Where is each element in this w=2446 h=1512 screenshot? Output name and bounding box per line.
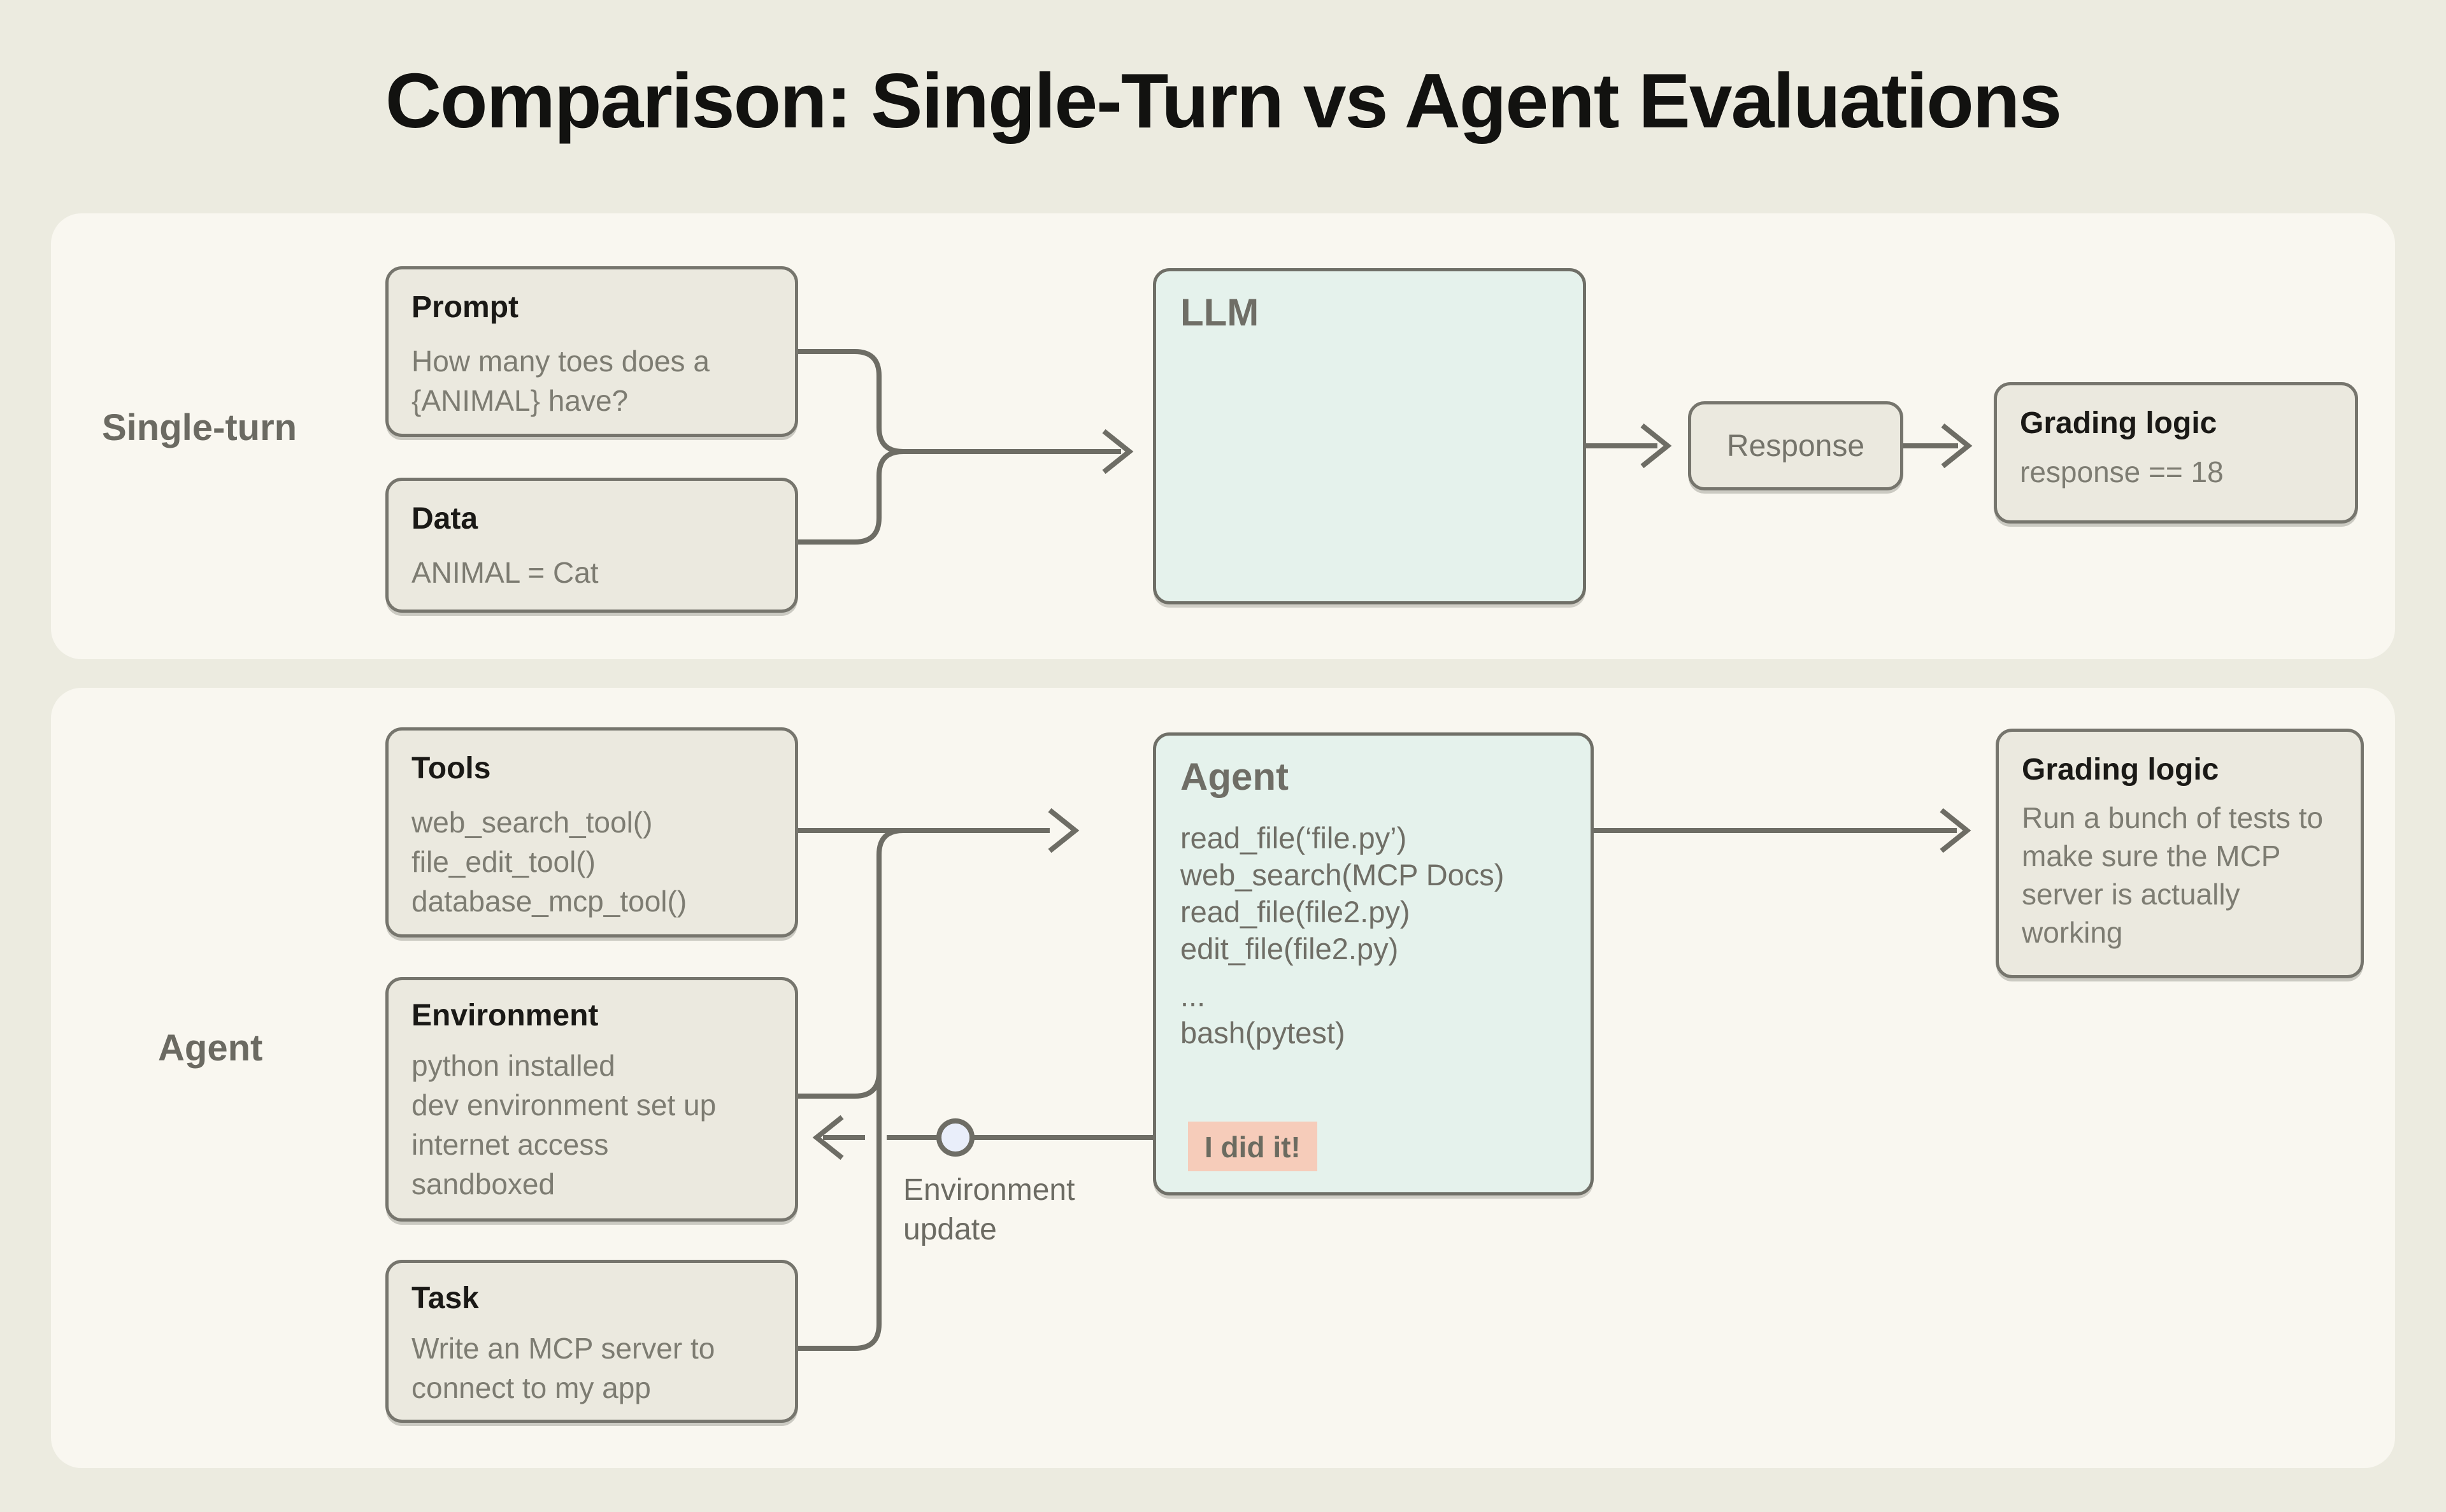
list-line: edit_file(file2.py) <box>1180 932 1399 966</box>
tools-box-title: Tools <box>411 752 491 785</box>
tools-box-lines: web_search_tool() file_edit_tool()databas… <box>411 802 772 921</box>
data-box: Data ANIMAL = Cat <box>385 478 798 613</box>
agent-success-badge: I did it! <box>1188 1122 1317 1171</box>
connector-lines <box>798 349 1973 1351</box>
response-arrow-icon <box>1640 423 1672 469</box>
grading-box-body: response == 18 <box>2020 455 2224 489</box>
single-turn-section-label: Single-turn <box>102 407 297 448</box>
list-line: file_edit_tool() <box>411 845 596 879</box>
env-update-arrow-icon <box>812 1115 844 1160</box>
environment-update-label: Environment update <box>903 1173 1075 1246</box>
grading-logic-box-single-turn: Grading logic response == 18 <box>1994 382 2358 524</box>
agent-section-label: Agent <box>158 1027 263 1069</box>
grading-arrow-icon <box>1941 423 1973 469</box>
agent-box: Agent read_file(‘file.py’)web_search(MCP… <box>1153 732 1594 1195</box>
list-line: internet access <box>411 1128 609 1162</box>
prompt-connector-line <box>798 349 1121 454</box>
list-line: read_file(‘file.py’) <box>1180 821 1407 855</box>
environment-box: Environment python installed dev environm… <box>385 977 798 1222</box>
grading-box-title: Grading logic <box>2020 406 2217 440</box>
data-box-body: ANIMAL = Cat <box>411 556 599 590</box>
agent-input-arrow-icon <box>1048 808 1080 853</box>
list-line: database_mcp_tool() <box>411 885 687 918</box>
circle-node-icon <box>936 1118 975 1157</box>
data-box-title: Data <box>411 502 478 536</box>
list-line: web_search_tool() <box>411 806 653 839</box>
grading2-arrow-icon <box>1940 808 1971 853</box>
grading2-box-title: Grading logic <box>2022 753 2219 787</box>
response-box-label: Response <box>1726 429 1865 463</box>
task-box-title: Task <box>411 1281 479 1315</box>
llm-input-arrow-icon <box>1102 429 1134 474</box>
grading-logic-box-agent: Grading logic Run a bunch of tests to ma… <box>1996 729 2364 978</box>
data-connector-line <box>798 449 904 545</box>
task-box-body: Write an MCP server to connect to my app <box>411 1332 715 1405</box>
agent-box-title: Agent <box>1180 755 1289 798</box>
list-line: web_search(MCP Docs) <box>1180 858 1505 892</box>
tools-box: Tools web_search_tool() file_edit_tool()d… <box>385 727 798 938</box>
task-box: Task Write an MCP server to connect to m… <box>385 1260 798 1423</box>
response-box: Response <box>1688 401 1903 490</box>
list-line: bash(pytest) <box>1180 1016 1345 1050</box>
list-line: read_file(file2.py) <box>1180 895 1410 929</box>
grading2-box-body: Run a bunch of tests to make sure the MC… <box>2022 801 2324 950</box>
prompt-box-body: How many toes does a {ANIMAL} have? <box>411 345 710 418</box>
llm-box: LLM <box>1153 268 1586 604</box>
environment-box-lines: python installed dev environment set up in… <box>411 1046 772 1204</box>
environment-box-title: Environment <box>411 999 599 1032</box>
page-title: Comparison: Single-Turn vs Agent Evaluat… <box>385 57 2062 144</box>
llm-box-title: LLM <box>1180 291 1259 334</box>
agent-box-lines: read_file(‘file.py’)web_search(MCP Docs)… <box>1180 820 1566 1052</box>
list-line: python installed <box>411 1049 615 1083</box>
list-line: ... <box>1180 979 1206 1013</box>
task-connector-line <box>798 828 904 1351</box>
environment-connector-line <box>798 1038 882 1099</box>
list-line: sandboxed <box>411 1167 555 1201</box>
prompt-box-title: Prompt <box>411 290 519 324</box>
prompt-box: Prompt How many toes does a {ANIMAL} hav… <box>385 266 798 437</box>
list-line: dev environment set up <box>411 1088 717 1122</box>
